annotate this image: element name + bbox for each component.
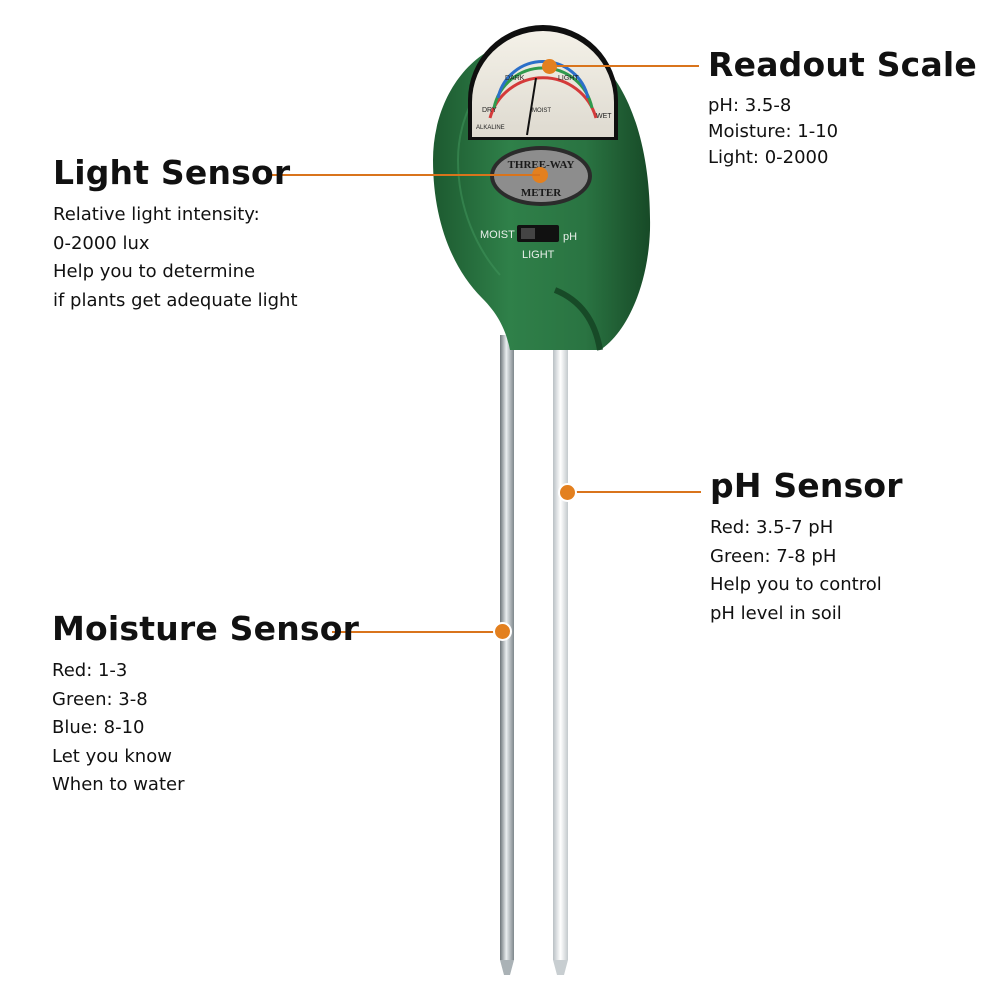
callout-line: When to water xyxy=(52,774,185,795)
callout-title: Light Sensor xyxy=(53,153,291,192)
light-sensor-marker xyxy=(532,167,548,183)
gauge-dry-label: DRY xyxy=(482,107,497,114)
callout-line: Red: 3.5-7 pH xyxy=(710,517,834,538)
callout-line: Help you to control xyxy=(710,574,882,595)
callout-line: pH: 3.5-8 xyxy=(708,95,792,116)
light-sensor-callout: Light Sensor Relative light intensity: 0… xyxy=(53,153,298,315)
gauge-dark-label: DARK xyxy=(505,75,525,82)
ph-sensor-callout: pH Sensor Red: 3.5-7 pH Green: 7-8 pH He… xyxy=(710,466,903,628)
callout-line: 0-2000 lux xyxy=(53,232,150,254)
callout-line: Green: 3-8 xyxy=(52,688,148,710)
callout-line: Help you to determine xyxy=(53,261,256,282)
ph-marker xyxy=(560,485,575,500)
callout-line: if plants get adequate light xyxy=(53,289,298,311)
emblem-bottom-text: METER xyxy=(521,187,562,199)
ph-connector xyxy=(567,491,701,493)
moisture-marker xyxy=(495,624,510,639)
callout-title: pH Sensor xyxy=(710,466,903,505)
gauge-moist-label: MOIST xyxy=(532,108,551,114)
mode-switch[interactable]: MOIST pH LIGHT xyxy=(480,225,577,261)
callout-line: Blue: 8-10 xyxy=(52,717,145,738)
moisture-sensor-callout: Moisture Sensor Red: 1-3 Green: 3-8 Blue… xyxy=(52,609,359,800)
callout-title: Readout Scale xyxy=(708,45,978,84)
callout-line: pH level in soil xyxy=(710,602,842,624)
readout-connector xyxy=(549,65,699,67)
switch-light-label: LIGHT xyxy=(522,249,555,261)
callout-line: Let you know xyxy=(52,745,172,767)
callout-line: Light: 0-2000 xyxy=(708,147,829,168)
readout-marker xyxy=(542,59,557,74)
gauge-light-label: LIGHT xyxy=(558,75,579,82)
moisture-probe xyxy=(500,335,514,975)
light-connector xyxy=(272,174,540,176)
readout-dial: DARK LIGHT DRY MOIST WET ALKALINE xyxy=(468,25,618,140)
emblem-top-text: THREE-WAY xyxy=(508,159,575,171)
callout-line: Moisture: 1-10 xyxy=(708,121,839,142)
callout-line: Green: 7-8 pH xyxy=(710,545,837,567)
switch-ph-label: pH xyxy=(563,231,577,243)
readout-scale-callout: Readout Scale pH: 3.5-8 Moisture: 1-10 L… xyxy=(708,45,977,171)
callout-line: Red: 1-3 xyxy=(52,660,128,681)
moisture-connector xyxy=(332,631,502,633)
ph-probe xyxy=(553,335,568,975)
callout-line: Relative light intensity: xyxy=(53,204,260,225)
switch-moist-label: MOIST xyxy=(480,229,515,241)
callout-title: Moisture Sensor xyxy=(52,609,360,648)
gauge-alkaline-label: ALKALINE xyxy=(476,125,505,131)
gauge-wet-label: WET xyxy=(596,113,612,120)
